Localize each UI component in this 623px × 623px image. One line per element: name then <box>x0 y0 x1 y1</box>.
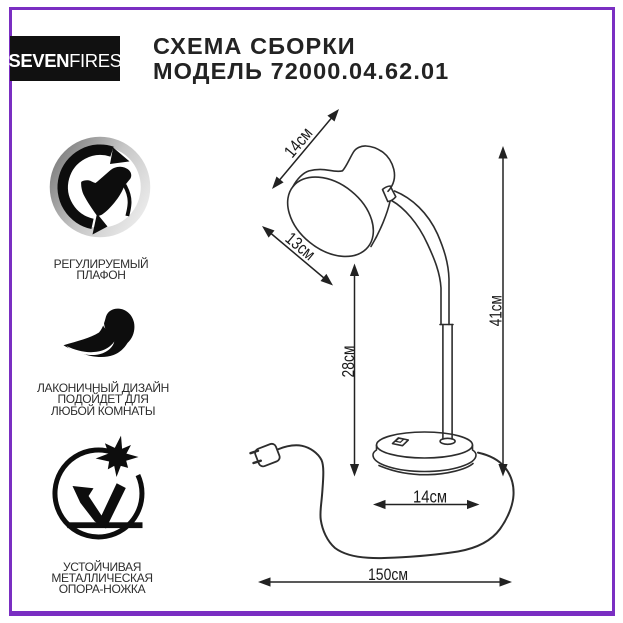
svg-text:14см: 14см <box>413 487 447 507</box>
svg-text:150см: 150см <box>368 565 408 584</box>
svg-text:14см: 14см <box>280 123 317 161</box>
svg-text:28см: 28см <box>338 346 358 378</box>
svg-text:13см: 13см <box>282 228 320 264</box>
svg-text:41см: 41см <box>486 295 506 326</box>
